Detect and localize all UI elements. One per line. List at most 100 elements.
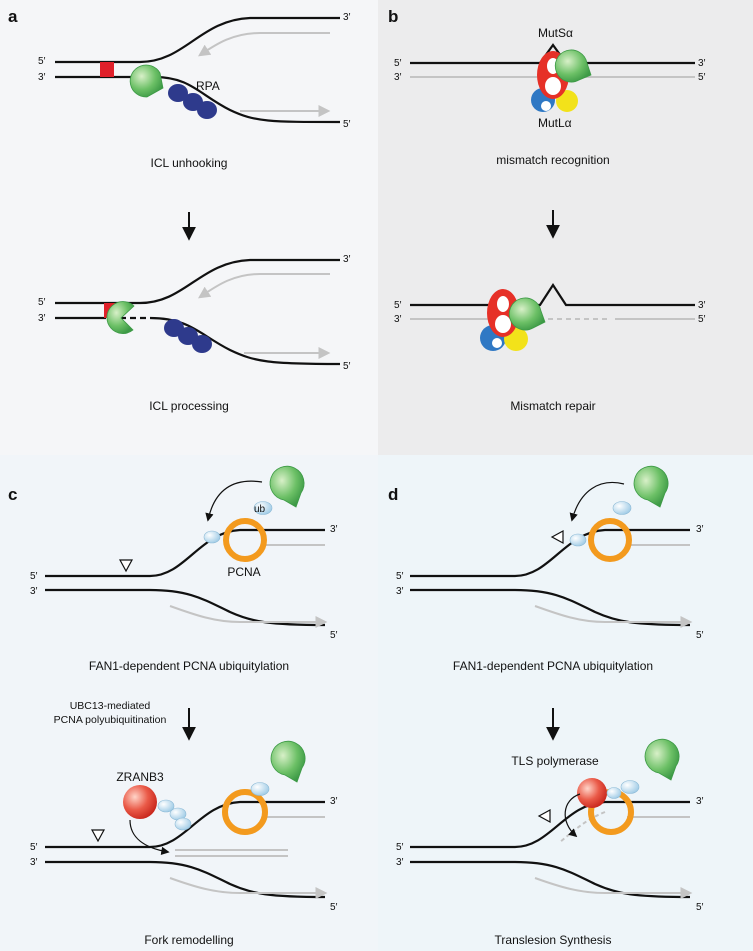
end-3prime: 3′ (696, 524, 704, 535)
end-3prime: 3′ (38, 72, 46, 83)
end-3prime: 3′ (698, 300, 706, 311)
fan1-protein (269, 465, 305, 508)
ub-label: ub (254, 504, 266, 515)
end-3prime: 3′ (330, 796, 338, 807)
caption-icl-unhooking: ICL unhooking (151, 156, 228, 170)
zranb3-protein (123, 785, 157, 819)
panel-c-top-fork: ub PCNA 5′ 3′ 3′ 5′ (30, 465, 338, 641)
end-5prime: 5′ (343, 119, 351, 130)
tls-synthesis-strand (559, 811, 606, 843)
dna-strand-upper (45, 528, 325, 578)
dna-strand-upper (410, 528, 690, 578)
end-3prime: 3′ (38, 313, 46, 324)
muts-alpha-protein (487, 289, 519, 337)
panel-c (0, 455, 378, 951)
panel-d (378, 455, 753, 951)
panel-letter-b: b (388, 7, 398, 26)
fan1-protein (633, 465, 669, 508)
ubiquitin (203, 530, 221, 544)
end-5prime: 5′ (38, 297, 46, 308)
ubiquitin (569, 533, 587, 547)
rpa-label: RPA (196, 79, 220, 93)
panel-b-top: MutSα MutLα 5′ 3′ 3′ 5′ (394, 26, 706, 130)
mutl-alpha-label: MutLα (538, 116, 572, 130)
dna-strand-upper (410, 43, 695, 65)
panel-a-bottom-fork: 5′ 3′ 3′ 5′ (38, 254, 351, 372)
dna-strand-lower (55, 75, 341, 124)
fan1-protein (106, 301, 135, 334)
caption-c-top: FAN1-dependent PCNA ubiquitylation (89, 659, 289, 673)
end-3prime: 3′ (396, 857, 404, 868)
dna-strand-lower (45, 860, 326, 899)
pcna-ring (222, 789, 268, 835)
caption-d-top: FAN1-dependent PCNA ubiquitylation (453, 659, 653, 673)
curved-arrow (129, 819, 170, 855)
zranb3-label: ZRANB3 (116, 770, 164, 784)
panel-b-bottom: 5′ 3′ 3′ 5′ (394, 282, 706, 351)
end-3prime: 3′ (30, 586, 38, 597)
mutl-yellow-subunit (556, 90, 578, 112)
incision-triangle (550, 529, 564, 545)
ubiquitin (174, 817, 192, 831)
end-5prime: 5′ (698, 72, 706, 83)
grey-arrow (198, 273, 330, 299)
end-3prime: 3′ (343, 12, 351, 23)
curved-arrow (569, 482, 625, 522)
dna-strand-lower (410, 588, 691, 627)
end-3prime: 3′ (696, 796, 704, 807)
arrow-note-line1: UBC13-mediated (70, 700, 151, 712)
fan1-protein (644, 738, 680, 781)
curved-arrow (564, 793, 581, 838)
end-5prime: 5′ (38, 56, 46, 67)
muts-hole (545, 77, 561, 95)
mutl-hole (492, 338, 502, 348)
pcna-label: PCNA (227, 565, 260, 579)
panel-letter-c: c (8, 485, 17, 504)
ubiquitin (250, 782, 270, 796)
ubiquitin (620, 780, 640, 794)
fan1-protein (129, 64, 164, 98)
end-3prime: 3′ (330, 524, 338, 535)
rpa-subunit (168, 84, 188, 102)
end-5prime: 5′ (330, 630, 338, 641)
rpa-subunit (197, 101, 217, 119)
dna-strand-upper (410, 800, 690, 849)
caption-mismatch-recognition: mismatch recognition (496, 153, 609, 167)
end-3prime: 3′ (394, 314, 402, 325)
fan1-protein (554, 49, 592, 83)
fan1-protein (270, 740, 306, 783)
panel-d-top-fork: 5′ 3′ 3′ 5′ (396, 465, 704, 641)
end-5prime: 5′ (394, 300, 402, 311)
end-5prime: 5′ (330, 902, 338, 913)
ubiquitin (157, 799, 175, 813)
end-5prime: 5′ (30, 571, 38, 582)
grey-arrow (534, 605, 693, 628)
ubiquitin (606, 787, 622, 799)
icl-crosslink (100, 62, 114, 77)
dna-strand-upper (55, 16, 340, 64)
panel-d-bottom-fork: TLS polymerase 5′ 3′ 3′ 5′ (396, 738, 704, 913)
end-5prime: 5′ (696, 630, 704, 641)
dna-strand-upper (410, 282, 695, 307)
incision-triangle (118, 559, 134, 573)
panel-a-top-fork: RPA 5′ 3′ 3′ 5′ (38, 12, 351, 130)
caption-translesion-synthesis: Translesion Synthesis (495, 933, 612, 947)
dna-strand-lower (45, 588, 326, 627)
panel-c-bottom-fork: ZRANB3 5′ 3′ 3′ 5′ (30, 740, 338, 913)
ubiquitin (612, 501, 632, 515)
rpa-subunit (192, 335, 212, 353)
grey-arrow (169, 877, 328, 899)
muts-alpha-label: MutSα (538, 26, 573, 40)
end-5prime: 5′ (396, 842, 404, 853)
muts-hole (495, 315, 511, 333)
grey-arrow (169, 605, 328, 628)
muts-hole (497, 296, 509, 312)
dna-strand-upper (55, 258, 340, 305)
end-3prime: 3′ (396, 586, 404, 597)
pcna-ring (223, 518, 267, 562)
end-5prime: 5′ (696, 902, 704, 913)
tls-polymerase (577, 778, 607, 808)
end-3prime: 3′ (343, 254, 351, 265)
grey-arrow (534, 877, 693, 899)
end-3prime: 3′ (30, 857, 38, 868)
